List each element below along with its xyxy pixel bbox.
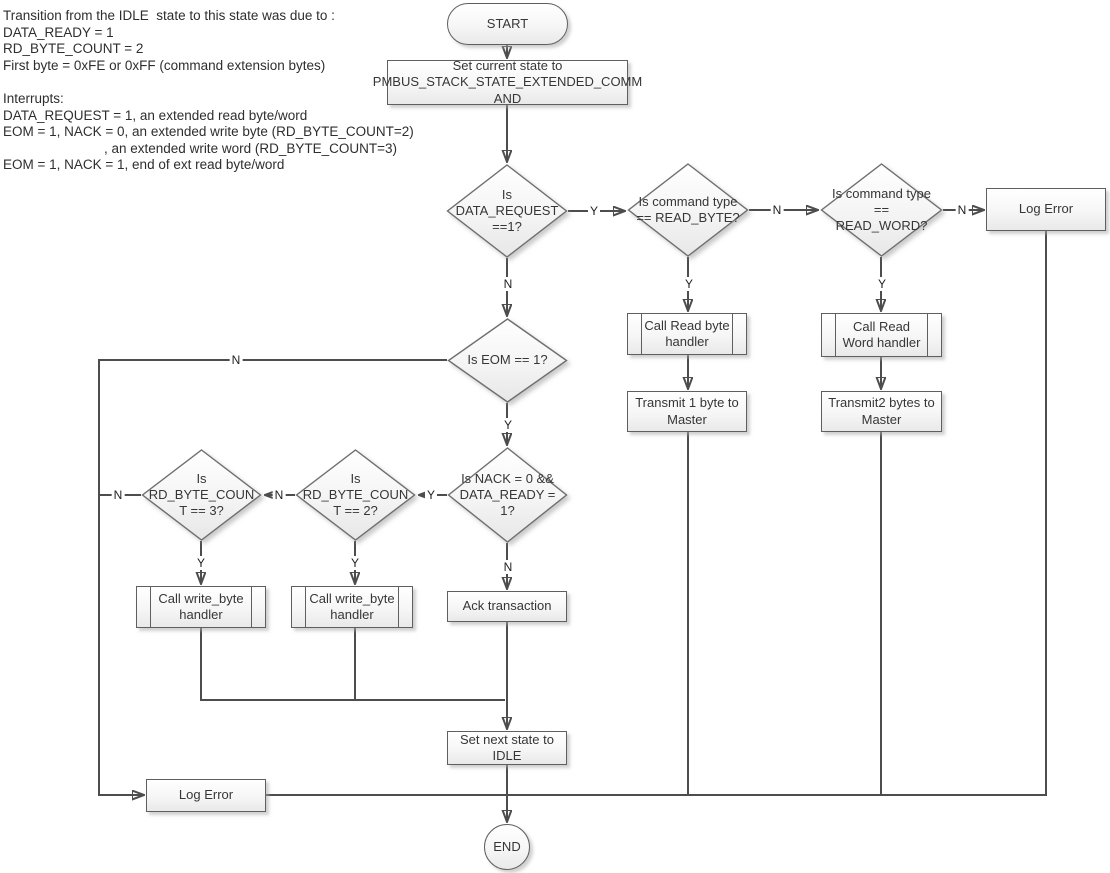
decision-is-rd-byte-count-2: Is RD_BYTE_COUN T == 2? (295, 449, 416, 541)
decision-is-data-request: Is DATA_REQUEST ==1? (446, 164, 568, 258)
annotation-line: Interrupts: (3, 90, 64, 106)
edge-label-count3-yes: Y (194, 556, 208, 570)
node-label: START (486, 15, 529, 31)
annotation-line: Transition from the IDLE state to this s… (3, 8, 335, 23)
node-label: Is command type == READ_WORD? (832, 185, 931, 234)
node-label: Log Error (178, 787, 234, 803)
edge-write1-to-merge (200, 628, 505, 701)
process-set-current-state: Set current state to PMBUS_STACK_STATE_E… (373, 58, 642, 106)
diamond-shape (446, 164, 568, 258)
subroutine-call-read-word-handler: Call Read Word handler (821, 313, 942, 357)
node-label: Call Read byte handler (644, 317, 730, 349)
node-label: Is EOM == 1? (467, 352, 548, 368)
node-label: Transmit 1 byte to Master (635, 395, 739, 427)
decision-is-read-byte: Is command type == READ_BYTE? (627, 163, 749, 257)
node-label: Set current state to PMBUS_STACK_STATE_E… (372, 58, 643, 106)
subroutine-call-write-byte-handler-2: Call write_byte handler (291, 586, 413, 628)
diamond-shape (820, 163, 943, 257)
annotation-line: , an extended write word (RD_BYTE_COUNT=… (104, 140, 397, 156)
edge-label-read-word-yes: Y (875, 277, 889, 291)
decision-is-rd-byte-count-3: Is RD_BYTE_COUN T == 3? (141, 449, 262, 541)
diamond-shape (141, 449, 262, 541)
annotation-block: Transition from the IDLE state to this s… (3, 8, 414, 174)
edge-label-eom-yes: Y (501, 418, 515, 432)
edge-label-read-word-no: N (955, 203, 969, 217)
node-label: END (493, 838, 521, 854)
subroutine-call-read-byte-handler: Call Read byte handler (627, 313, 747, 355)
annotation-line: First byte = 0xFE or 0xFF (command exten… (3, 57, 326, 73)
node-label: Transmit2 bytes to Master (828, 395, 935, 427)
node-label: Is NACK = 0 && DATA_READY = 1? (459, 470, 556, 519)
edge-label-nack-no: N (501, 560, 515, 574)
annotation-line: EOM = 1, NACK = 0, an extended write byt… (3, 124, 414, 140)
annotation-line: DATA_REQUEST = 1, an extended read byte/… (3, 107, 308, 123)
node-label: Ack transaction (462, 598, 552, 614)
edge-label-nack-yes: Y (424, 488, 438, 502)
process-ack-transaction: Ack transaction (447, 591, 567, 622)
diamond-shape (295, 449, 416, 541)
diamond-shape (447, 318, 568, 403)
terminator-end: END (484, 824, 530, 870)
process-transmit-2-bytes: Transmit2 bytes to Master (821, 391, 942, 432)
edge-label-count2-no: N (272, 488, 286, 502)
edge-label-eom-no: N (229, 353, 243, 367)
terminator-start: START (447, 3, 568, 45)
decision-is-eom: Is EOM == 1? (447, 318, 568, 403)
process-log-error-bottom: Log Error (146, 779, 266, 812)
diamond-shape (627, 163, 749, 257)
node-label: Call Read Word handler (842, 318, 921, 350)
node-label: Call write_byte handler (309, 590, 395, 622)
edge-label-data-request-yes: Y (587, 204, 601, 218)
edge-label-read-byte-no: N (770, 203, 784, 217)
process-set-next-state: Set next state to IDLE (447, 731, 567, 765)
diamond-shape (447, 447, 568, 543)
node-label: Call write_byte handler (158, 590, 244, 622)
annotation-line: RD_BYTE_COUNT = 2 (3, 41, 144, 57)
decision-is-read-word: Is command type == READ_WORD? (820, 163, 943, 257)
annotation-line (3, 74, 414, 91)
annotation-line: DATA_READY = 1 (3, 24, 114, 40)
process-log-error-top: Log Error (986, 188, 1106, 231)
node-label: Is RD_BYTE_COUN T == 3? (148, 470, 255, 519)
node-label: Is command type == READ_BYTE? (636, 193, 740, 225)
edge-label-read-byte-yes: Y (682, 277, 696, 291)
edge-label-count2-yes: Y (348, 556, 362, 570)
node-label: Set next state to IDLE (460, 731, 554, 763)
decision-is-nack-data-ready: Is NACK = 0 && DATA_READY = 1? (447, 447, 568, 543)
edge-eom-no-to-log-error (98, 359, 447, 795)
node-label: Log Error (1018, 201, 1074, 217)
annotation-line: EOM = 1, NACK = 1, end of ext read byte/… (3, 157, 285, 173)
edge-label-count3-no: N (111, 488, 125, 502)
subroutine-call-write-byte-handler-1: Call write_byte handler (136, 586, 266, 628)
process-transmit-1-byte: Transmit 1 byte to Master (627, 391, 747, 432)
edge-label-data-request-no: N (501, 277, 515, 291)
node-label: Is DATA_REQUEST ==1? (455, 186, 559, 235)
node-label: Is RD_BYTE_COUN T == 2? (302, 470, 409, 519)
